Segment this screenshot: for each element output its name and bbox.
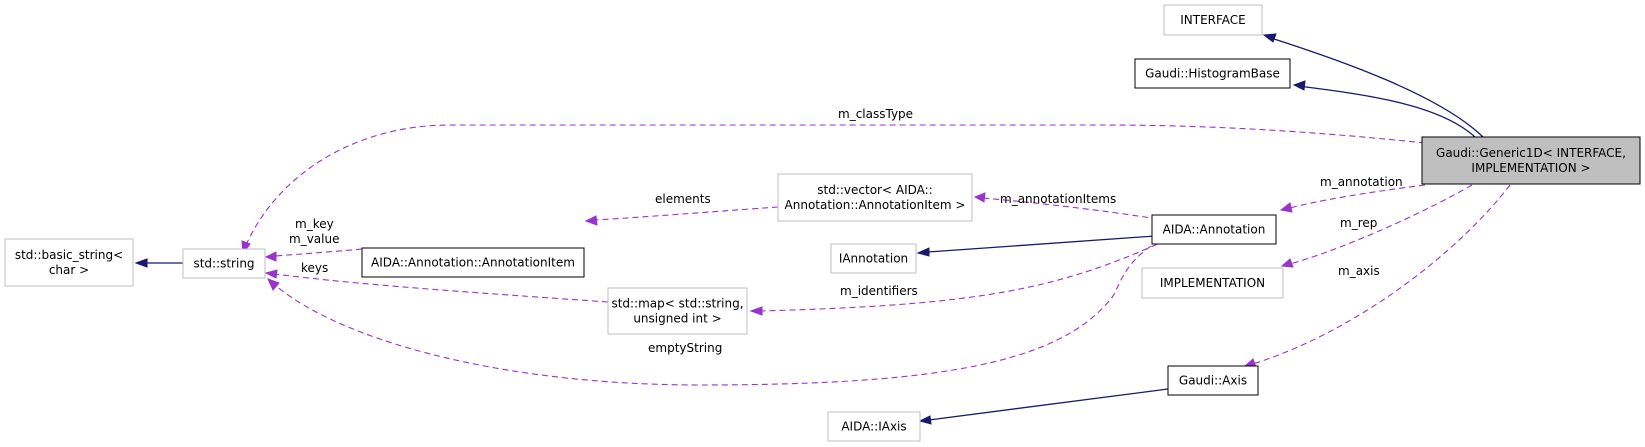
edge-annotation-to-iannotation: [927, 235, 1156, 253]
node-box: [1141, 267, 1284, 299]
label-m-axis: m_axis: [1338, 264, 1380, 278]
label-m-annotation: m_annotation: [1320, 175, 1403, 189]
edge-elements: [595, 206, 779, 221]
node-box: [607, 287, 748, 335]
edge-axis-to-iaxis: [928, 388, 1169, 421]
node-axis[interactable]: Gaudi::Axis: [1167, 365, 1259, 396]
node-annotation[interactable]: AIDA::Annotation: [1151, 214, 1277, 245]
node-box: [830, 243, 917, 274]
node-basic-string[interactable]: std::basic_string<char >: [4, 238, 134, 287]
arrow-emptyString: [267, 278, 280, 291]
node-box: [1167, 365, 1259, 396]
arrow-m-rep: [1280, 258, 1294, 268]
edge-emptyString: [274, 235, 1169, 386]
node-implementation[interactable]: IMPLEMENTATION: [1141, 267, 1284, 299]
node-label: std::vector< AIDA::: [817, 183, 932, 197]
node-annotation-item[interactable]: AIDA::Annotation::AnnotationItem: [361, 247, 585, 278]
node-label: INTERFACE: [1180, 13, 1246, 27]
node-map[interactable]: std::map< std::string,unsigned int >: [607, 287, 748, 335]
node-label: Gaudi::Axis: [1179, 374, 1247, 388]
label-m-identifiers: m_identifiers: [840, 284, 918, 298]
arrow-m-identifiers: [749, 306, 763, 316]
node-box: [4, 238, 134, 287]
node-label: AIDA::Annotation: [1163, 223, 1266, 237]
edge-keys: [274, 273, 609, 303]
node-label: AIDA::Annotation::AnnotationItem: [371, 256, 575, 270]
arrow-keys: [264, 269, 278, 279]
edge-generic1d-to-interface: [1267, 36, 1484, 138]
node-label: std::map< std::string,: [611, 297, 743, 311]
node-box: [1421, 136, 1641, 185]
label-elements: elements: [655, 192, 711, 206]
node-label: Annotation::AnnotationItem >: [785, 198, 966, 212]
node-box: [1134, 58, 1291, 89]
arrow-m-key-value: [264, 251, 277, 262]
node-interface[interactable]: INTERFACE: [1163, 4, 1263, 36]
node-label: IMPLEMENTATION >: [1471, 161, 1590, 175]
label-m-rep: m_rep: [1340, 216, 1377, 230]
node-label: std::basic_string<: [15, 248, 123, 262]
node-label: Gaudi::HistogramBase: [1145, 67, 1280, 81]
arrow-interface: [1262, 33, 1277, 43]
arrow-basic-string: [134, 258, 148, 268]
node-label: unsigned int >: [633, 312, 721, 326]
edge-m-rep: [1289, 184, 1473, 265]
node-histogram-base[interactable]: Gaudi::HistogramBase: [1134, 58, 1291, 89]
edge-m-annotation: [1289, 184, 1426, 209]
node-box: [1151, 214, 1277, 245]
label-emptyString: emptyString: [648, 341, 722, 355]
arrow-histogram-base: [1292, 80, 1306, 91]
label-m-classType: m_classType: [838, 107, 913, 121]
node-iaxis[interactable]: AIDA::IAxis: [827, 411, 921, 442]
node-label: char >: [49, 263, 89, 277]
arrow-iannotation: [916, 247, 930, 257]
label-m-key: m_key: [295, 217, 334, 231]
arrow-m-annotationItems: [973, 192, 986, 203]
label-m-annotationItems: m_annotationItems: [1000, 192, 1116, 206]
arrow-iaxis: [918, 415, 932, 425]
node-std-string[interactable]: std::string: [182, 248, 266, 279]
node-label: IAnnotation: [839, 252, 908, 266]
node-box: [827, 411, 921, 442]
node-box: [182, 248, 266, 279]
node-label: AIDA::IAxis: [841, 420, 906, 434]
edge-m-annotationItems: [982, 197, 1159, 220]
arrow-m-annotation: [1279, 202, 1293, 213]
node-box: [1163, 4, 1263, 36]
node-label: Gaudi::Generic1D< INTERFACE,: [1436, 146, 1626, 160]
label-keys: keys: [301, 261, 328, 275]
node-generic1d[interactable]: Gaudi::Generic1D< INTERFACE,IMPLEMENTATI…: [1421, 136, 1641, 185]
edge-m-axis: [1252, 184, 1511, 365]
arrow-elements: [584, 215, 598, 226]
node-label: std::string: [193, 257, 254, 271]
edge-m-classType: [245, 124, 1426, 246]
node-box: [777, 173, 973, 222]
label-m-value: m_value: [289, 232, 339, 246]
edge-generic1d-to-histogram-base: [1297, 85, 1476, 138]
node-label: IMPLEMENTATION: [1160, 276, 1265, 290]
node-vector[interactable]: std::vector< AIDA::Annotation::Annotatio…: [777, 173, 973, 222]
node-iannotation[interactable]: IAnnotation: [830, 243, 917, 274]
edge-m-identifiers: [759, 235, 1176, 312]
edge-m-key-value: [274, 248, 363, 257]
node-box: [361, 247, 585, 278]
